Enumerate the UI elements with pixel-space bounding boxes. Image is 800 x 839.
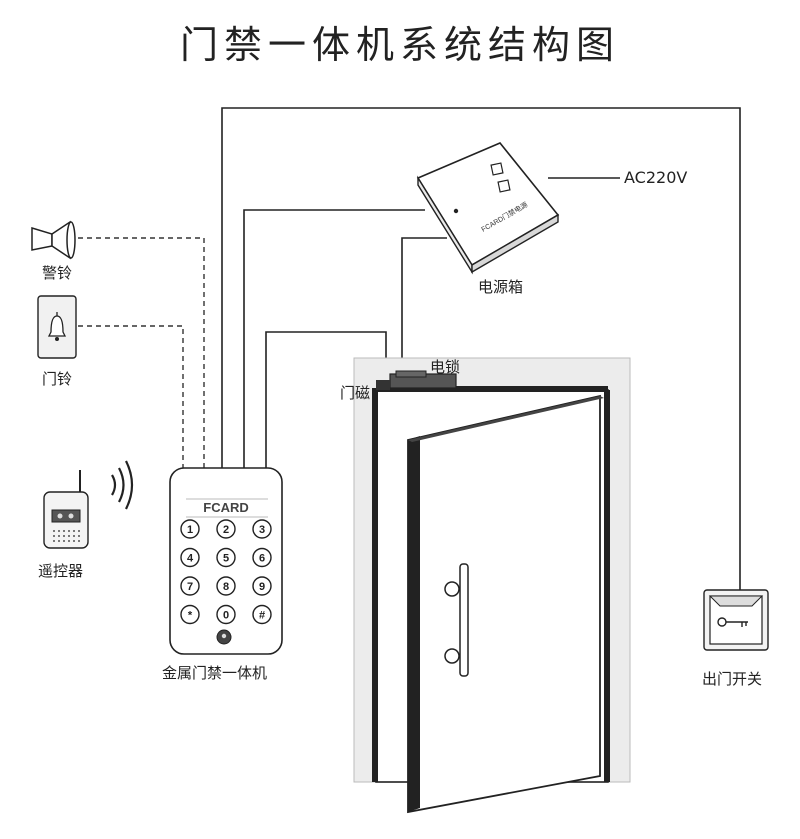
door-leaf (407, 394, 604, 814)
key-3: 3 (252, 519, 272, 539)
electric-lock-icon (389, 370, 457, 389)
diagram-title: 门禁一体机系统结构图 (179, 23, 620, 67)
key-label: 1 (187, 524, 193, 536)
alarm-label: 警铃 (42, 264, 73, 282)
key-2: 2 (216, 519, 236, 539)
key-1: 1 (180, 519, 200, 539)
key-7: 7 (180, 576, 200, 596)
lock-wire (401, 237, 447, 372)
power-wire (243, 209, 425, 468)
key-#: # (252, 604, 272, 625)
lock-label: 电锁 (430, 358, 461, 376)
key-*: * (180, 604, 200, 625)
key-6: 6 (252, 547, 272, 568)
key-label: 9 (259, 581, 265, 593)
key-label: 3 (259, 524, 265, 536)
exit-button-label: 出门开关 (702, 670, 763, 688)
controller-brand: FCARD (203, 500, 249, 515)
dashed-wiring (78, 237, 205, 468)
key-label: 5 (223, 553, 229, 565)
doorbell-label: 门铃 (42, 370, 73, 388)
remote-icon (43, 470, 89, 549)
key-8: 8 (216, 576, 236, 596)
power-box: FCARD门禁电源 (416, 142, 560, 275)
controller-label: 金属门禁一体机 (162, 664, 268, 682)
key-label: 4 (187, 553, 194, 565)
magnet-wire (265, 331, 387, 468)
key-label: 0 (223, 610, 229, 622)
door-magnet-icon (376, 380, 390, 390)
keypad-grid: 1 2 3 4 5 6 7 8 9 * 0 # (180, 519, 272, 625)
access-controller: FCARD 1 2 3 4 5 6 7 8 9 * 0 # (169, 467, 283, 655)
doorbell-wire (78, 325, 184, 468)
key-label: 8 (223, 581, 229, 593)
alarm-icon (31, 220, 76, 260)
key-label: # (259, 610, 265, 622)
wireless-waves-icon (111, 460, 134, 510)
key-label: 2 (223, 524, 229, 536)
exit-button-wire (221, 107, 741, 590)
key-label: 7 (187, 581, 193, 593)
exit-button-icon (703, 589, 769, 651)
power-box-label: 电源箱 (478, 278, 524, 296)
ac-label: AC220V (624, 168, 688, 187)
alarm-wire (78, 237, 205, 468)
key-4: 4 (180, 547, 200, 568)
key-label: 6 (259, 553, 265, 565)
key-5: 5 (216, 547, 236, 568)
door-handle-icon (459, 563, 469, 677)
wiring (221, 107, 741, 590)
key-label: * (188, 610, 193, 622)
remote-label: 遥控器 (38, 562, 84, 580)
key-0: 0 (216, 604, 236, 625)
key-9: 9 (252, 576, 272, 596)
doorbell-icon (37, 295, 77, 359)
door-magnet-label: 门磁 (340, 384, 371, 402)
